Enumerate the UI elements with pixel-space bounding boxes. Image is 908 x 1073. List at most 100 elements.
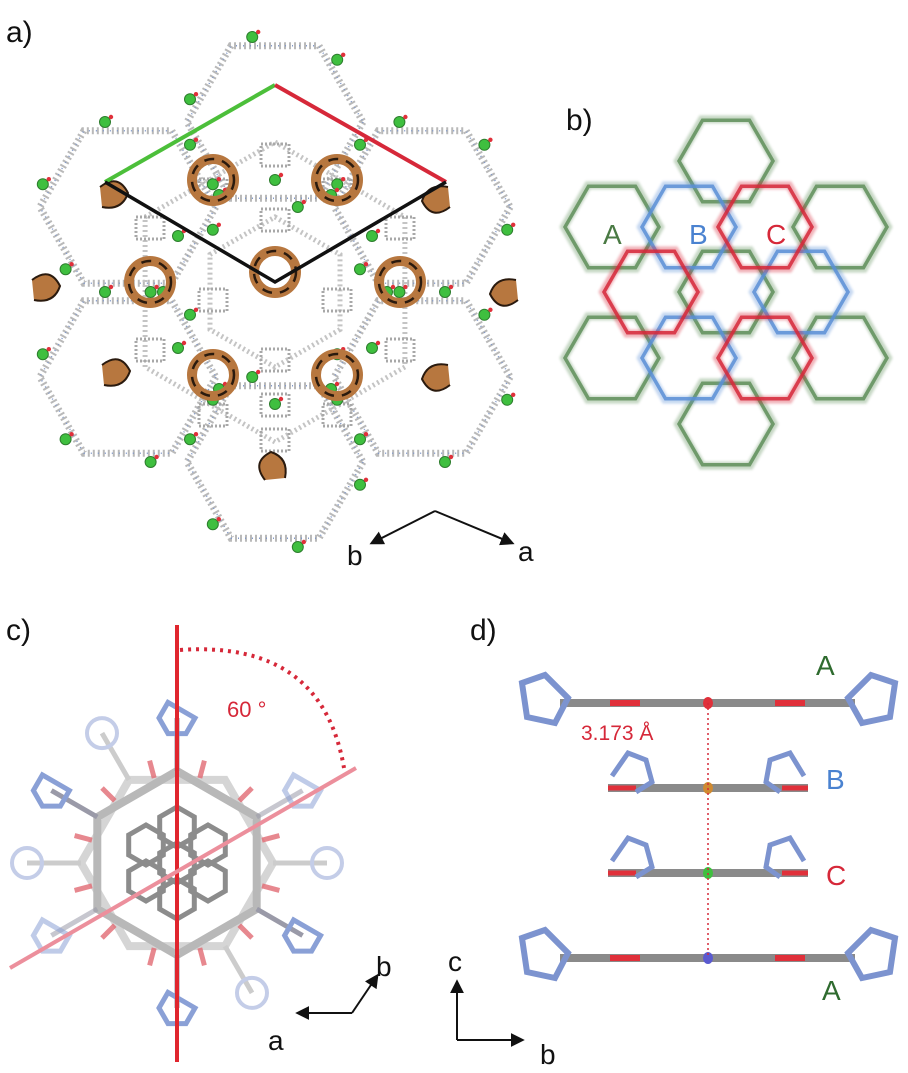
hexagon-layer-c [715, 315, 815, 401]
arm-bond [255, 788, 304, 820]
distance-label: 3.173 Å [581, 722, 653, 745]
oxygen-atom [511, 222, 516, 227]
oxygen-atom [334, 187, 340, 193]
oxygen-atom [69, 262, 74, 267]
pyrrolidine-left [518, 671, 572, 727]
hexagon-layer-a [676, 381, 776, 467]
hexagon-layer-b-glow [748, 246, 854, 338]
pyrrolidine-right [763, 834, 807, 880]
unit-cell-black-edges [104, 180, 447, 285]
pyrrolidine-right [844, 926, 899, 982]
hexagon-layer-a [676, 249, 776, 335]
hexagon-layer-c-glow [598, 246, 704, 338]
centroid-dot [703, 952, 713, 964]
aromatic-ring [126, 822, 166, 868]
metal-node [269, 174, 281, 186]
stacked-core [134, 215, 166, 241]
panel-b-label: b) [566, 104, 593, 137]
rotated-arm-bond [99, 731, 132, 782]
stacked-core [321, 287, 353, 313]
metal-node [144, 286, 157, 298]
oxygen-atom [154, 454, 159, 460]
oxygen-atom [488, 137, 493, 142]
hexagon-layer-a [790, 184, 890, 270]
stacked-core [259, 392, 291, 418]
oxygen-atom [193, 307, 199, 312]
unit-cell [104, 83, 447, 285]
oxygen-atom [403, 284, 408, 290]
metal-node [184, 138, 196, 151]
stacked-core [384, 337, 416, 363]
framework-loop-detail [333, 130, 512, 284]
oxygen-atom [154, 284, 159, 290]
framework-loop [330, 127, 515, 287]
channel-half [488, 278, 519, 307]
metal-node [501, 393, 514, 406]
metal-node [184, 308, 196, 321]
oxygen-atom [511, 392, 516, 397]
channel-half [101, 358, 132, 387]
axis-indicator-a: b a [347, 510, 534, 571]
oxygen-atom [193, 92, 199, 97]
oxygen-atom [278, 172, 284, 178]
framework-loop [35, 127, 220, 287]
carbonyl-bond [261, 833, 281, 843]
rotated-pyrrolidine-ring [310, 846, 344, 880]
oxygen-atom [341, 52, 346, 57]
stacked-core [384, 215, 416, 241]
oxygen-atom [216, 517, 221, 522]
pyrrolidine-right [763, 749, 807, 795]
rotated-pyrrolidine-ring [235, 975, 269, 1010]
channel-ring-shade [314, 352, 360, 398]
hexagon-layer-a [562, 184, 662, 270]
channel-half [420, 185, 451, 214]
hexagon-layer-b [639, 184, 739, 270]
carbonyl-bond [73, 883, 93, 893]
metal-node [354, 478, 366, 491]
channel-half [99, 180, 130, 209]
b-axis-label-d: b [540, 1039, 556, 1070]
metal-node [366, 342, 378, 354]
molecule-layer-a-top [518, 671, 899, 727]
oxygen-atom [256, 29, 261, 35]
metal-node [59, 433, 72, 446]
hexagon-layer-a-glow [787, 181, 893, 273]
hexagon-layer-b [639, 315, 739, 401]
metal-node [354, 433, 366, 446]
b-axis-label-c: b [376, 951, 392, 982]
oxygen-atom [69, 432, 74, 437]
metal-node [501, 223, 514, 236]
metal-node [354, 138, 366, 151]
stacked-core [259, 347, 291, 373]
oxygen-atom [193, 432, 199, 437]
metal-node [184, 433, 196, 446]
oxygen-atom [193, 137, 199, 142]
channel-ring-shade [190, 157, 236, 203]
carbonyl-bond [147, 947, 157, 967]
carbonyl-bond [237, 786, 254, 803]
channel-ring-shade [127, 259, 173, 305]
metal-node [59, 263, 72, 276]
carbonyl-bond [73, 833, 93, 843]
oxygen-atom [448, 284, 454, 290]
oxygen-atom [375, 340, 381, 346]
oxygen-atom [256, 369, 261, 375]
hexagon-layer-c-glow [712, 312, 818, 404]
channel-ring-shade [190, 352, 236, 398]
layer-label-c: C [766, 219, 786, 250]
aromatic-ring [126, 858, 166, 904]
oxygen-atom [46, 177, 51, 182]
oxygen-atom [448, 454, 454, 460]
pyrrolidine-ring [156, 988, 199, 1027]
metal-node [478, 308, 491, 321]
metal-node [478, 138, 491, 151]
b-axis-arrow [369, 510, 436, 545]
oxygen-atom [108, 114, 114, 120]
channel-ring-shade [377, 259, 423, 305]
panel-a-label: a) [6, 16, 33, 49]
stacked-core [259, 427, 291, 453]
metal-node [172, 230, 184, 242]
pyrrolidine-left [609, 834, 655, 880]
carbonyl-bond [197, 759, 207, 779]
pyrrolidine-right [844, 671, 899, 727]
